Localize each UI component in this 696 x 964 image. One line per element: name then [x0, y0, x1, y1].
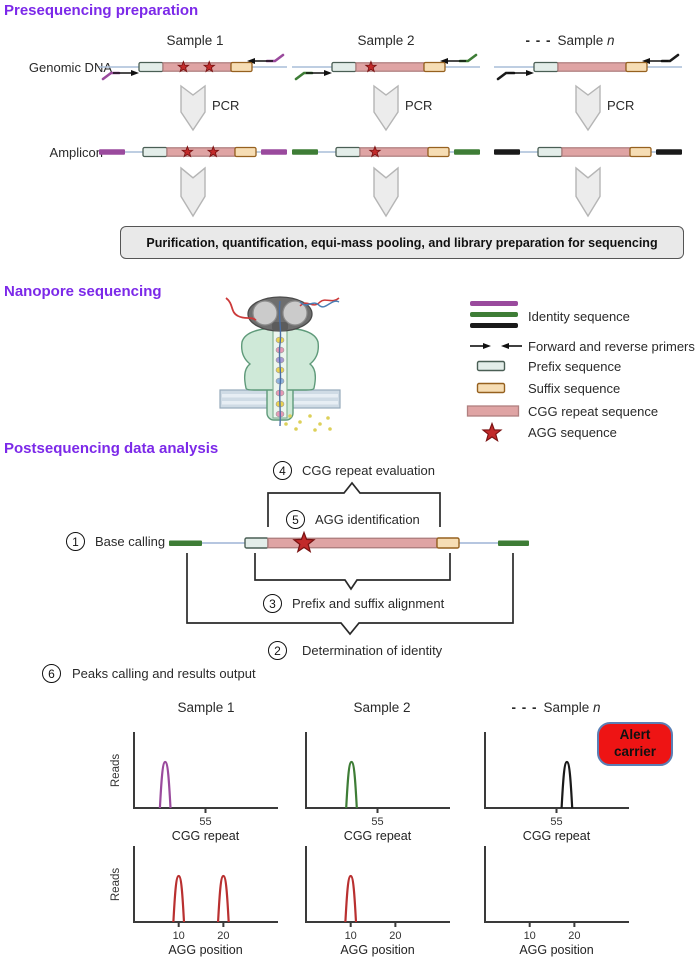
amplicon-construct-sample1: [99, 146, 287, 158]
svg-text:Reads: Reads: [110, 754, 122, 787]
genomic-dna-label: Genomic DNA: [28, 60, 112, 75]
pcr-label: PCR: [607, 98, 635, 113]
svg-text:10: 10: [173, 930, 185, 942]
agg-star-icon: [293, 531, 315, 553]
genomic-construct-sample1: [99, 53, 287, 81]
svg-text:20: 20: [568, 930, 580, 942]
samplen-header: - - -Sample n: [525, 33, 615, 48]
svg-text:CGG repeat: CGG repeat: [523, 829, 591, 843]
legend-label: Forward and reverse primers: [528, 339, 695, 354]
svg-text:55: 55: [199, 816, 211, 828]
sample1-header: Sample 1: [166, 33, 224, 48]
legend-label: Suffix sequence: [528, 381, 621, 396]
identity-bar-left: [169, 540, 202, 546]
identity-bar-right: [498, 540, 529, 546]
section-title-postsequencing: Postsequencing data analysis: [4, 440, 219, 457]
legend-label: Identity sequence: [528, 309, 630, 324]
step-label-4: CGG repeat evaluation: [302, 463, 435, 478]
amplicon-label: Amplicon: [49, 145, 103, 160]
section-title-nanopore: Nanopore sequencing: [4, 283, 162, 300]
genomic-construct-sample2: [292, 53, 480, 81]
svg-text:Reads: Reads: [110, 868, 122, 901]
amplicon-construct-samplen: [494, 146, 682, 158]
pcr-arrow-icon: [180, 85, 206, 131]
step-label-6: Peaks calling and results output: [72, 666, 256, 681]
pcr-arrow-icon: [373, 85, 399, 131]
svg-text:10: 10: [524, 930, 536, 942]
step-circle-6: 6: [42, 664, 61, 683]
svg-text:CGG repeat: CGG repeat: [344, 829, 412, 843]
down-arrow-icon: [180, 167, 206, 217]
step-label-5: AGG identification: [315, 512, 420, 527]
step-label-3: Prefix and suffix alignment: [292, 596, 445, 611]
legend-label: Prefix sequence: [528, 359, 622, 374]
genomic-construct-samplen: [494, 53, 682, 81]
ellipsis-dashes: - - -: [525, 33, 552, 48]
plot-sample2-header: Sample 2: [353, 700, 411, 715]
svg-text:20: 20: [217, 930, 229, 942]
pcr-label: PCR: [212, 98, 240, 113]
svg-text:20: 20: [389, 930, 401, 942]
down-arrow-icon: [575, 167, 601, 217]
step-circle-3: 3: [263, 594, 282, 613]
amplicon-construct-sample2: [292, 146, 480, 158]
svg-text:AGG position: AGG position: [340, 943, 414, 957]
svg-text:AGG position: AGG position: [168, 943, 242, 957]
svg-text:AGG position: AGG position: [519, 943, 593, 957]
legend-label: AGG sequence: [528, 425, 617, 440]
plot-sample1-header: Sample 1: [177, 700, 235, 715]
free-nucleotides: [284, 414, 332, 432]
step-label-2: Determination of identity: [302, 643, 443, 658]
primer-arrows-swatch: [470, 343, 522, 349]
suffix-box: [436, 537, 460, 549]
identity-sequence-swatch: [470, 301, 518, 328]
svg-text:CGG repeat: CGG repeat: [172, 829, 240, 843]
legend-label: CGG repeat sequence: [528, 404, 659, 419]
dna-strand-red: [225, 297, 257, 321]
agg-star-swatch: [482, 422, 502, 442]
step-circle-2: 2: [268, 641, 287, 660]
sample2-header: Sample 2: [357, 33, 415, 48]
prefix-box: [244, 537, 269, 549]
bracket-identity: [186, 553, 514, 636]
ellipsis-dashes: - - -: [511, 700, 538, 715]
cgg-repeat-swatch: [466, 405, 520, 417]
nanopore-illustration: [219, 296, 341, 432]
down-arrow-icon: [373, 167, 399, 217]
bracket-cgg-evaluation: [267, 481, 441, 527]
step-circle-1: 1: [66, 532, 85, 551]
pcr-label: PCR: [405, 98, 433, 113]
bracket-prefix-suffix: [254, 553, 451, 591]
svg-text:55: 55: [371, 816, 383, 828]
suffix-sequence-swatch: [476, 382, 506, 394]
svg-text:55: 55: [550, 816, 562, 828]
svg-text:10: 10: [345, 930, 357, 942]
step-circle-5: 5: [286, 510, 305, 529]
plot-samplen-header: - - -Sample n: [511, 700, 601, 715]
analysis-read-diagram: [169, 481, 529, 636]
alert-carrier-badge: Alert carrier: [597, 722, 673, 766]
step-circle-4: 4: [273, 461, 292, 480]
prefix-sequence-swatch: [476, 360, 506, 372]
pooling-step-box: Purification, quantification, equi-mass …: [120, 226, 684, 259]
section-title-presequencing: Presequencing preparation: [4, 2, 199, 19]
pcr-arrow-icon: [575, 85, 601, 131]
step-label-1: Base calling: [95, 534, 166, 549]
dna-strand-blue: [299, 300, 340, 308]
